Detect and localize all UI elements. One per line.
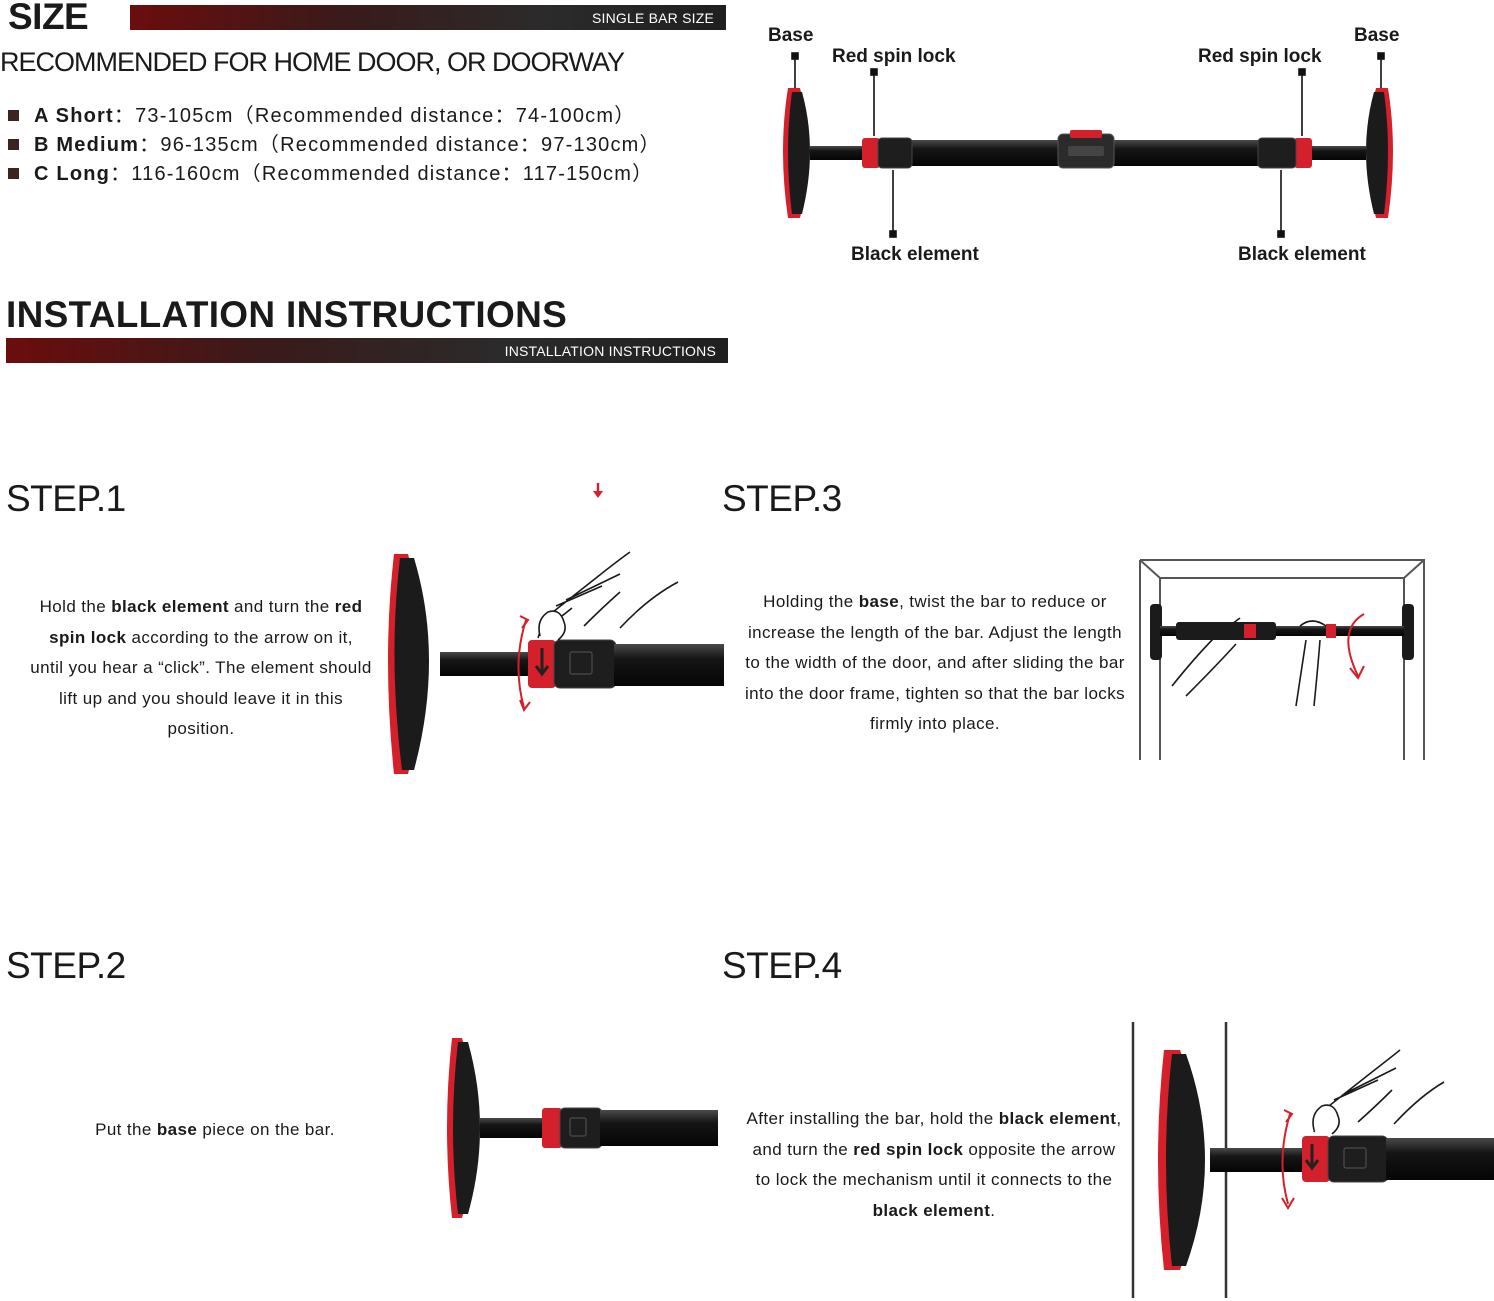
label-base-left: Base [768,25,814,46]
size-item-short: A Short：73-105cm（Recommended distance：74… [8,102,661,131]
step-4-title: STEP.4 [722,945,842,986]
size-item-long: C Long：116-160cm（Recommended distance：11… [8,160,661,189]
installation-banner: INSTALLATION INSTRUCTIONS [6,338,728,363]
installation-banner-label: INSTALLATION INSTRUCTIONS [504,343,716,359]
bullet-square-icon [8,139,19,150]
step-3-title: STEP.3 [722,478,842,519]
size-banner: SINGLE BAR SIZE [130,5,726,30]
label-base-right: Base [1354,25,1400,46]
step-4-illustration [1131,1022,1494,1298]
label-spin-lock-right: Red spin lock [1198,46,1322,67]
label-black-element-left: Black element [851,244,979,265]
step-1-title: STEP.1 [6,478,126,519]
installation-title: INSTALLATION INSTRUCTIONS [6,294,568,335]
door-frame-illustration [1139,559,1425,760]
bar-diagram [783,52,1393,238]
bullet-square-icon [8,168,19,179]
step-2-illustration [447,1038,718,1218]
size-subtitle: RECOMMENDED FOR HOME DOOR, OR DOORWAY [0,47,625,77]
down-arrow-icon [593,483,603,498]
size-banner-label: SINGLE BAR SIZE [591,10,714,26]
step-1-description: Hold the black element and turn the red … [30,597,372,739]
step-3-description: Holding the base, twist the bar to reduc… [744,592,1126,734]
step-2-description: Put the base piece on the bar. [95,1120,335,1139]
label-spin-lock-left: Red spin lock [832,46,956,67]
size-title: SIZE [8,0,89,37]
step-2-title: STEP.2 [6,945,126,986]
step-4-description: After installing the bar, hold the black… [746,1109,1122,1220]
step-1-illustration [388,551,724,774]
size-list: A Short：73-105cm（Recommended distance：74… [8,102,661,189]
size-item-medium: B Medium：96-135cm（Recommended distance：9… [8,131,661,160]
label-black-element-right: Black element [1238,244,1366,265]
bullet-square-icon [8,110,19,121]
